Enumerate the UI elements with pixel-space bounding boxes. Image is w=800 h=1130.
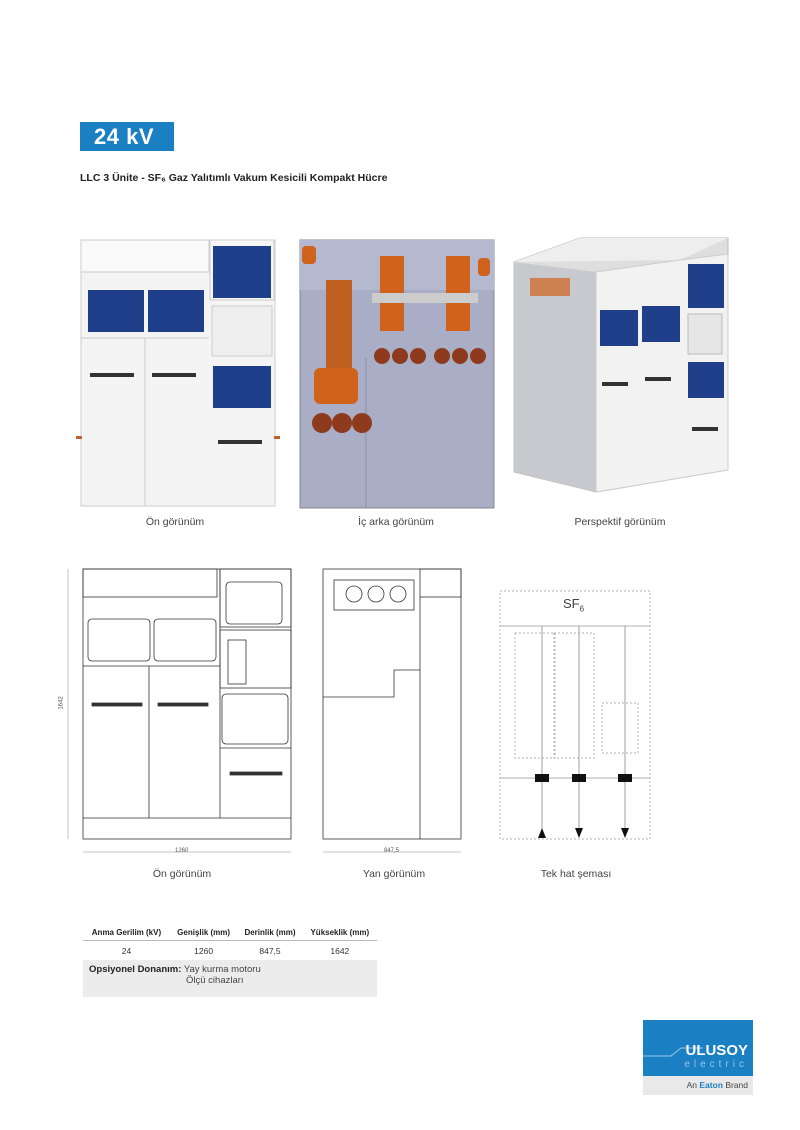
cell: 847,5 (259, 946, 281, 956)
sf6-label: SF6 (563, 596, 584, 614)
logo-sub: electric (684, 1059, 748, 1070)
height-dimension: 1642 (58, 696, 65, 710)
table-row: 24 1260 847,5 1642 (83, 941, 377, 962)
ulusoy-logo: ULUSOY electric An Eaton Brand (643, 1020, 753, 1095)
table-header-row: Anma Gerilim (kV) Genişlik (mm) Derinlik… (83, 925, 377, 941)
sf6-text: SF (563, 596, 580, 611)
page-subtitle: LLC 3 Ünite - SF₆ Gaz Yalıtımlı Vakum Ke… (80, 172, 388, 184)
col-header: Anma Gerilim (kV) (83, 925, 170, 941)
col-header: Genişlik (mm) (169, 925, 238, 941)
logo-tagline: An Eaton Brand (643, 1076, 753, 1095)
drawing-caption-side: Yan görünüm (362, 868, 426, 880)
sf6-subscript: 6 (579, 604, 585, 614)
tagline-pre: An (686, 1080, 700, 1090)
internal-back-photo (299, 239, 495, 509)
width-dimension: 1260 (175, 848, 189, 854)
depth-dimension: 847,5 (384, 848, 400, 854)
cell: 1642 (330, 946, 350, 956)
col-header: Derinlik (mm) (237, 925, 303, 941)
drawing-caption-single-line: Tek hat şeması (540, 868, 612, 880)
front-photo (76, 239, 280, 507)
cell: 24 (121, 946, 132, 956)
voltage-badge: 24 kV (80, 122, 174, 151)
photo-caption-internal: İç arka görünüm (358, 516, 434, 528)
optional-equipment: Opsiyonel Donanım: Yay kurma motoru Ölçü… (83, 960, 377, 997)
side-drawing (322, 568, 462, 853)
perspective-photo (513, 237, 729, 493)
logo-brand: ULUSOY (685, 1042, 748, 1059)
optional-item: Ölçü cihazları (186, 975, 244, 986)
photo-caption-perspective: Perspektif görünüm (574, 516, 666, 528)
photo-caption-front: Ön görünüm (145, 516, 205, 528)
optional-item: Yay kurma motoru (183, 964, 261, 975)
drawing-caption-front: Ön görünüm (152, 868, 212, 880)
tagline-brand: Eaton (699, 1080, 723, 1090)
single-line-diagram (499, 590, 651, 840)
cell: 1260 (194, 946, 214, 956)
tagline-post: Brand (722, 1080, 748, 1090)
optional-label: Opsiyonel Donanım: (89, 964, 182, 975)
front-drawing (67, 568, 292, 853)
spec-table: Anma Gerilim (kV) Genişlik (mm) Derinlik… (83, 925, 377, 961)
col-header: Yükseklik (mm) (302, 925, 377, 941)
